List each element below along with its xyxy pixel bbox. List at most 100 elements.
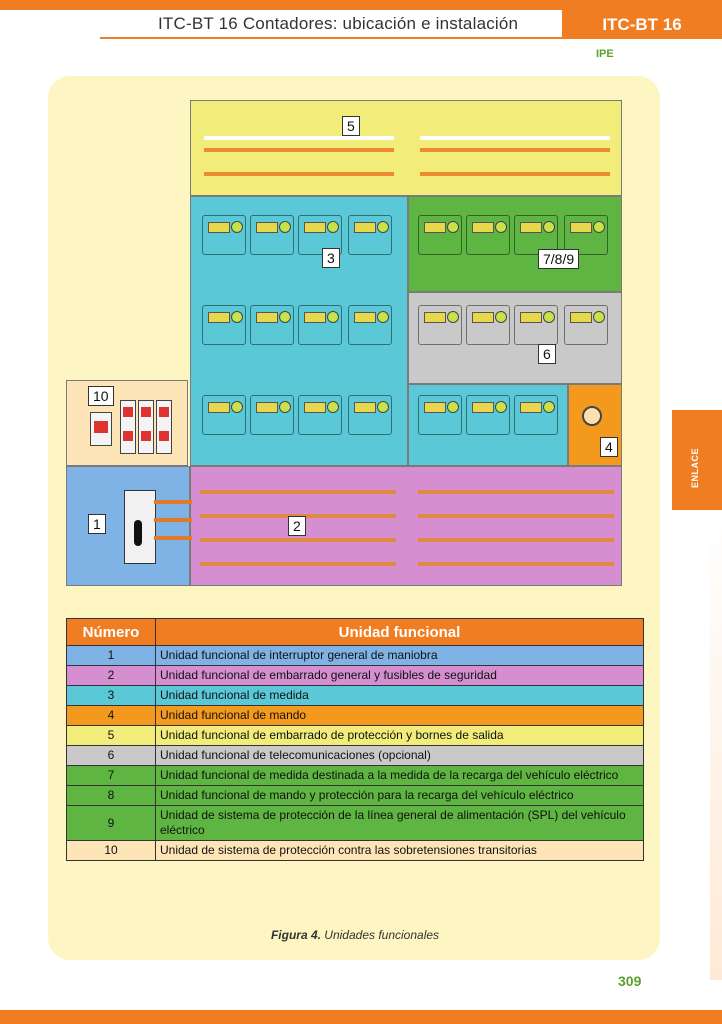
cable xyxy=(154,500,192,504)
busbar-rail xyxy=(204,148,394,152)
zone-label-789: 7/8/9 xyxy=(538,249,580,269)
meter xyxy=(298,215,342,255)
row-number: 8 xyxy=(66,785,156,806)
header-number: Número xyxy=(66,618,156,646)
row-number: 10 xyxy=(66,840,156,861)
figure-caption: Figura 4. Unidades funcionales xyxy=(66,928,644,942)
meter xyxy=(418,395,462,435)
busbar-rail xyxy=(204,136,394,140)
page-number: 309 xyxy=(618,973,642,989)
meter xyxy=(202,395,246,435)
zone-label-2: 2 xyxy=(288,516,306,536)
page-title: ITC-BT 16 Contadores: ubicación e instal… xyxy=(158,14,519,33)
row-number: 2 xyxy=(66,665,156,686)
busbar-rail xyxy=(200,490,396,494)
meter xyxy=(298,395,342,435)
row-description: Unidad funcional de medida destinada a l… xyxy=(155,765,644,786)
zone-label-1: 1 xyxy=(88,514,106,534)
side-tab: ENLACE xyxy=(672,410,722,510)
side-tab-label: ENLACE xyxy=(690,447,700,488)
meter xyxy=(348,305,392,345)
top-bar xyxy=(0,0,722,10)
row-number: 6 xyxy=(66,745,156,766)
meter xyxy=(250,305,294,345)
publisher-logo: IPE xyxy=(596,48,614,60)
cable xyxy=(154,518,192,522)
surge-protector xyxy=(138,400,154,454)
meter xyxy=(514,395,558,435)
meter xyxy=(348,395,392,435)
meter xyxy=(466,395,510,435)
zone-789-ev-charging xyxy=(408,196,622,292)
row-number: 1 xyxy=(66,645,156,666)
row-number: 5 xyxy=(66,725,156,746)
row-description: Unidad funcional de interruptor general … xyxy=(155,645,644,666)
meter xyxy=(564,305,608,345)
row-description: Unidad funcional de embarrado de protecc… xyxy=(155,725,644,746)
meter xyxy=(202,215,246,255)
header-line xyxy=(100,37,562,39)
caption-figure-number: Figura 4. xyxy=(270,928,321,942)
surge-protector xyxy=(156,400,172,454)
meter xyxy=(418,215,462,255)
zone-3-metering-right xyxy=(408,384,568,466)
zone-label-6: 6 xyxy=(538,344,556,364)
zone-label-10: 10 xyxy=(88,386,114,406)
meter xyxy=(514,215,558,255)
busbar-rail xyxy=(418,538,614,542)
row-description: Unidad funcional de embarrado general y … xyxy=(155,665,644,686)
busbar-rail xyxy=(420,136,610,140)
busbar-rail xyxy=(200,538,396,542)
row-description: Unidad funcional de mando y protección p… xyxy=(155,785,644,806)
caption-text: Unidades funcionales xyxy=(320,928,440,942)
row-description: Unidad funcional de mando xyxy=(155,705,644,726)
zone-3-metering xyxy=(190,196,408,466)
meter xyxy=(348,215,392,255)
meter xyxy=(418,305,462,345)
meter xyxy=(564,215,608,255)
zone-2-busbar-fuses xyxy=(190,466,622,586)
section-tab: ITC-BT 16 xyxy=(562,10,722,39)
row-number: 4 xyxy=(66,705,156,726)
row-description: Unidad funcional de medida xyxy=(155,685,644,706)
meter xyxy=(514,305,558,345)
busbar-rail xyxy=(204,172,394,176)
control-clock-icon xyxy=(582,406,602,426)
row-number: 9 xyxy=(66,805,156,841)
busbar-rail xyxy=(418,514,614,518)
meter xyxy=(202,305,246,345)
row-description: Unidad de sistema de protección contra l… xyxy=(155,840,644,861)
table-header-row: Número Unidad funcional xyxy=(66,618,644,646)
row-number: 7 xyxy=(66,765,156,786)
meter xyxy=(466,305,510,345)
busbar-rail xyxy=(418,490,614,494)
zone-label-4: 4 xyxy=(600,437,618,457)
row-description: Unidad funcional de telecomunicaciones (… xyxy=(155,745,644,766)
zone-label-3: 3 xyxy=(322,248,340,268)
zone-label-5: 5 xyxy=(342,116,360,136)
busbar-rail xyxy=(200,562,396,566)
surge-protector xyxy=(120,400,136,454)
meter xyxy=(250,215,294,255)
cable xyxy=(154,536,192,540)
right-stripe xyxy=(710,510,722,980)
bottom-bar xyxy=(0,1010,722,1024)
switch-handle-icon xyxy=(134,520,142,546)
row-description: Unidad de sistema de protección de la lí… xyxy=(155,805,644,841)
busbar-rail xyxy=(420,148,610,152)
meter xyxy=(298,305,342,345)
meter xyxy=(250,395,294,435)
surge-protector xyxy=(90,412,112,446)
row-number: 3 xyxy=(66,685,156,706)
